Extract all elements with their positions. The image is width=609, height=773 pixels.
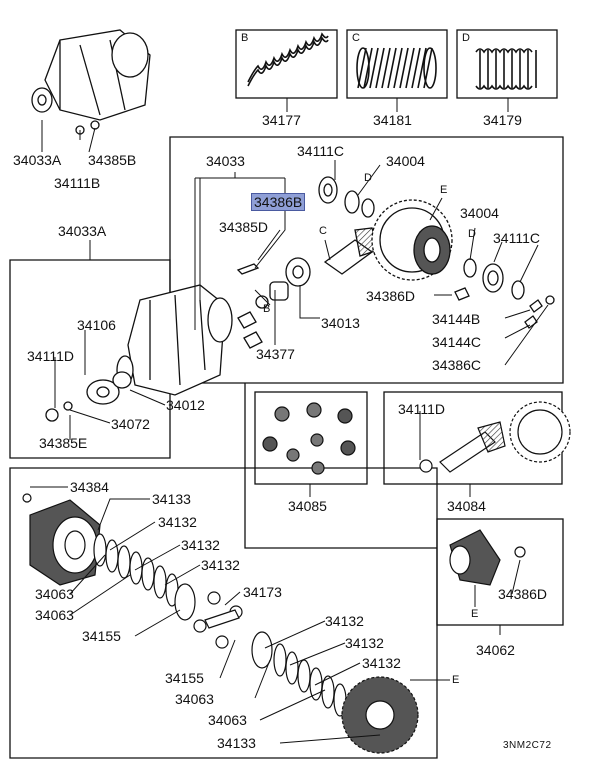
part-34133-bottom[interactable]: 34133	[217, 735, 256, 751]
part-34004-right[interactable]: 34004	[460, 205, 499, 221]
part-34155-b[interactable]: 34155	[165, 670, 204, 686]
part-34012[interactable]: 34012	[166, 397, 205, 413]
part-34111D-left[interactable]: 34111D	[27, 348, 74, 364]
callout-c: C	[319, 225, 327, 237]
part-34033A-side[interactable]: 34033A	[58, 223, 107, 239]
callout-e1: E	[440, 184, 448, 196]
part-34132-f[interactable]: 34132	[362, 655, 401, 671]
frames	[9, 29, 564, 759]
box-d-label: D	[462, 32, 470, 44]
part-34063-a[interactable]: 34063	[35, 586, 74, 602]
part-34386B-highlighted[interactable]: 34386B	[251, 193, 306, 211]
part-34133-top[interactable]: 34133	[152, 491, 191, 507]
part-34013[interactable]: 34013	[321, 315, 360, 331]
part-34132-d[interactable]: 34132	[325, 613, 364, 629]
callout-e3: E	[471, 608, 479, 620]
part-34033[interactable]: 34033	[206, 153, 245, 169]
part-34386D-mid[interactable]: 34386D	[366, 288, 416, 304]
part-34384[interactable]: 34384	[70, 479, 109, 495]
callout-b: B	[263, 303, 271, 315]
part-34111C-right[interactable]: 34111C	[493, 230, 540, 246]
part-34111C-top[interactable]: 34111C	[297, 143, 344, 159]
springs	[247, 32, 537, 90]
part-34132-b[interactable]: 34132	[181, 537, 220, 553]
lsd-exploded	[22, 493, 419, 754]
part-34377[interactable]: 34377	[256, 346, 295, 362]
part-34132-a[interactable]: 34132	[158, 514, 197, 530]
part-34144B[interactable]: 34144B	[432, 311, 481, 327]
ring-gear	[371, 199, 453, 281]
callout-d1: D	[364, 172, 372, 184]
part-34085[interactable]: 34085	[288, 498, 327, 514]
part-34062[interactable]: 34062	[476, 642, 515, 658]
part-34132-e[interactable]: 34132	[345, 635, 384, 651]
diagram-code: 3NM2C72	[503, 740, 552, 751]
carrier-top-left	[31, 29, 151, 135]
part-34111B[interactable]: 34111B	[54, 175, 101, 191]
diff-case-34062	[449, 529, 526, 586]
part-34132-c[interactable]: 34132	[201, 557, 240, 573]
part-34179[interactable]: 34179	[483, 112, 522, 128]
part-34063-c[interactable]: 34063	[175, 691, 214, 707]
part-34144C[interactable]: 34144C	[432, 334, 482, 350]
part-34111D-box[interactable]: 34111D	[398, 401, 445, 417]
part-34155-a[interactable]: 34155	[82, 628, 121, 644]
part-34173[interactable]: 34173	[243, 584, 282, 600]
part-34033A-top[interactable]: 34033A	[13, 152, 62, 168]
box-b-label: B	[241, 32, 249, 44]
gear-set-34085	[262, 402, 356, 475]
callout-d2: D	[468, 228, 476, 240]
part-34177[interactable]: 34177	[262, 112, 301, 128]
part-34385B[interactable]: 34385B	[88, 152, 137, 168]
part-34386D-box[interactable]: 34386D	[498, 586, 548, 602]
part-34385E[interactable]: 34385E	[39, 435, 88, 451]
part-34084[interactable]: 34084	[447, 498, 486, 514]
leader-lines	[30, 98, 549, 744]
part-34106[interactable]: 34106	[77, 317, 116, 333]
part-34063-d[interactable]: 34063	[208, 712, 247, 728]
gear-set-34084	[419, 401, 571, 473]
part-34181[interactable]: 34181	[373, 112, 412, 128]
part-34385D[interactable]: 34385D	[219, 219, 269, 235]
part-34004-top[interactable]: 34004	[386, 153, 425, 169]
carrier-middle	[45, 263, 289, 422]
pinion-group	[285, 176, 555, 329]
box-c-label: C	[352, 32, 360, 44]
callout-e2: E	[452, 674, 460, 686]
part-34072[interactable]: 34072	[111, 416, 150, 432]
part-34386C[interactable]: 34386C	[432, 357, 482, 373]
part-34063-b[interactable]: 34063	[35, 607, 74, 623]
